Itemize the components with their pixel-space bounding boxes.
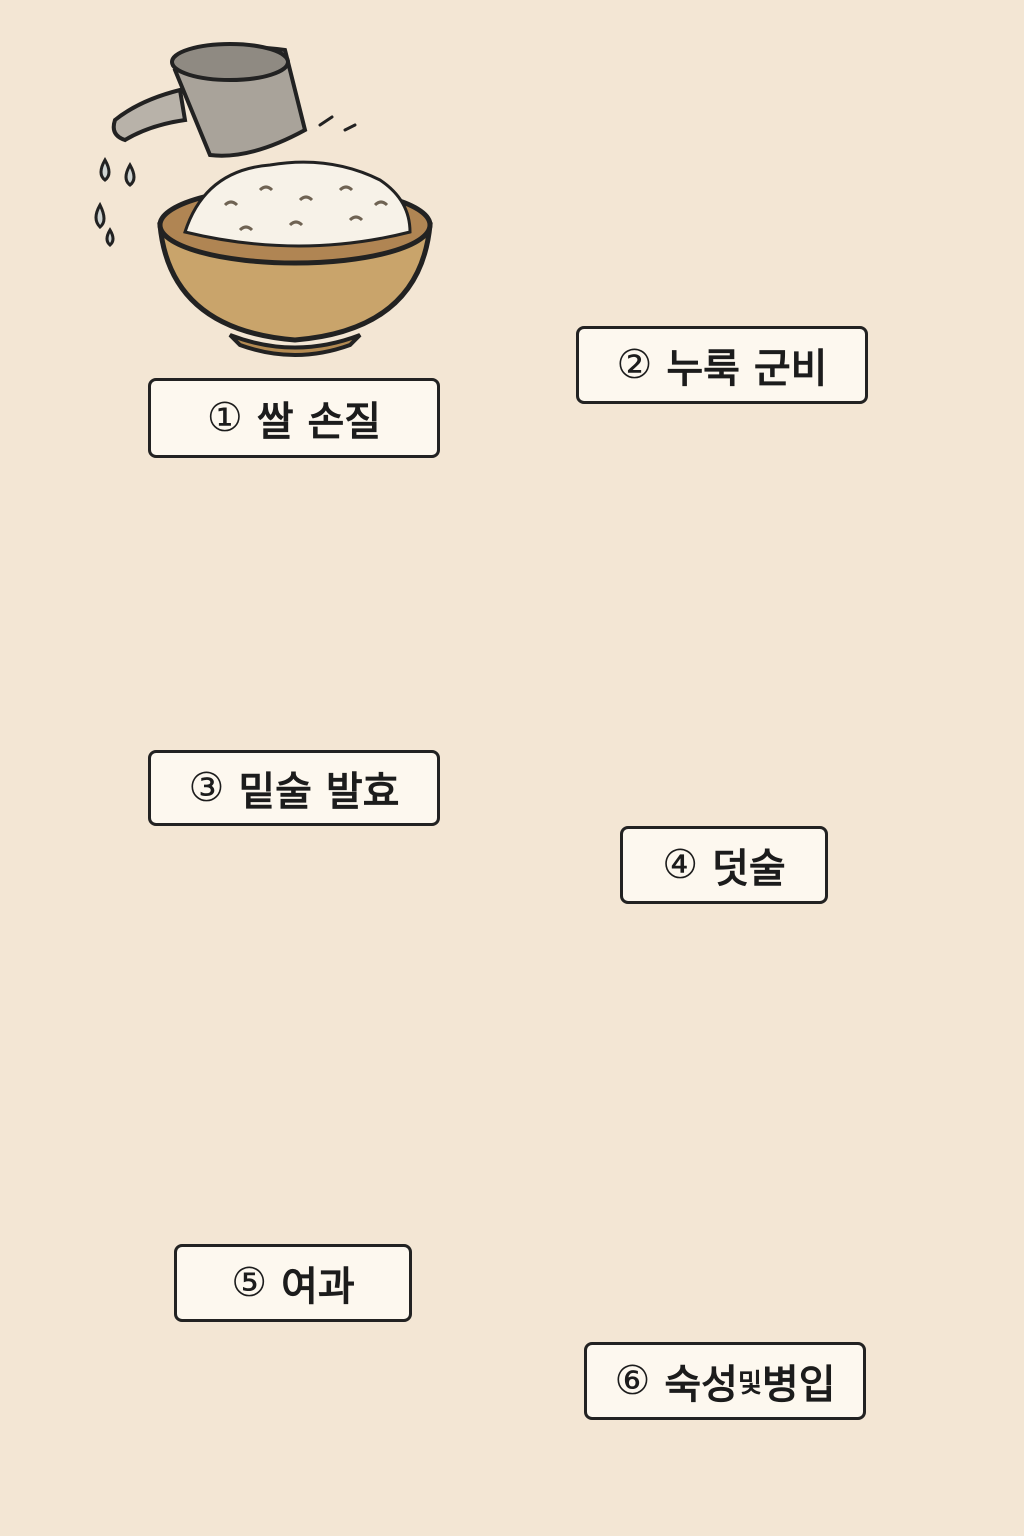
- step-title: 여과: [281, 1264, 355, 1310]
- step-number: ⑥: [614, 1358, 651, 1404]
- step-number: ⑤: [231, 1260, 268, 1306]
- step-title: 밑술 발효: [238, 769, 400, 815]
- step-number: ②: [616, 342, 653, 388]
- step-title: 덧술: [712, 846, 786, 892]
- step-title-end: 병입: [761, 1362, 836, 1408]
- step-title: 쌀 손질: [256, 399, 382, 445]
- step-3-label: ③ 밑술 발효: [148, 750, 440, 826]
- step-4-label: ④ 덧술: [620, 826, 828, 904]
- measuring-cup-icon: [94, 42, 357, 247]
- step-number: ④: [662, 842, 699, 888]
- step-title-small: 및: [737, 1368, 762, 1399]
- step-number: ①: [206, 395, 243, 441]
- step-2-label: ② 누룩 군비: [576, 326, 868, 404]
- step-title: 누룩 군비: [666, 346, 828, 392]
- step-1-label: ① 쌀 손질: [148, 378, 440, 458]
- step-6-label: ⑥ 숙성 및 병입: [584, 1342, 866, 1420]
- step-title-main: 숙성: [664, 1362, 738, 1408]
- step-number: ③: [188, 765, 225, 811]
- step-5-label: ⑤ 여과: [174, 1244, 412, 1322]
- rice-bowl-icon: [157, 160, 433, 357]
